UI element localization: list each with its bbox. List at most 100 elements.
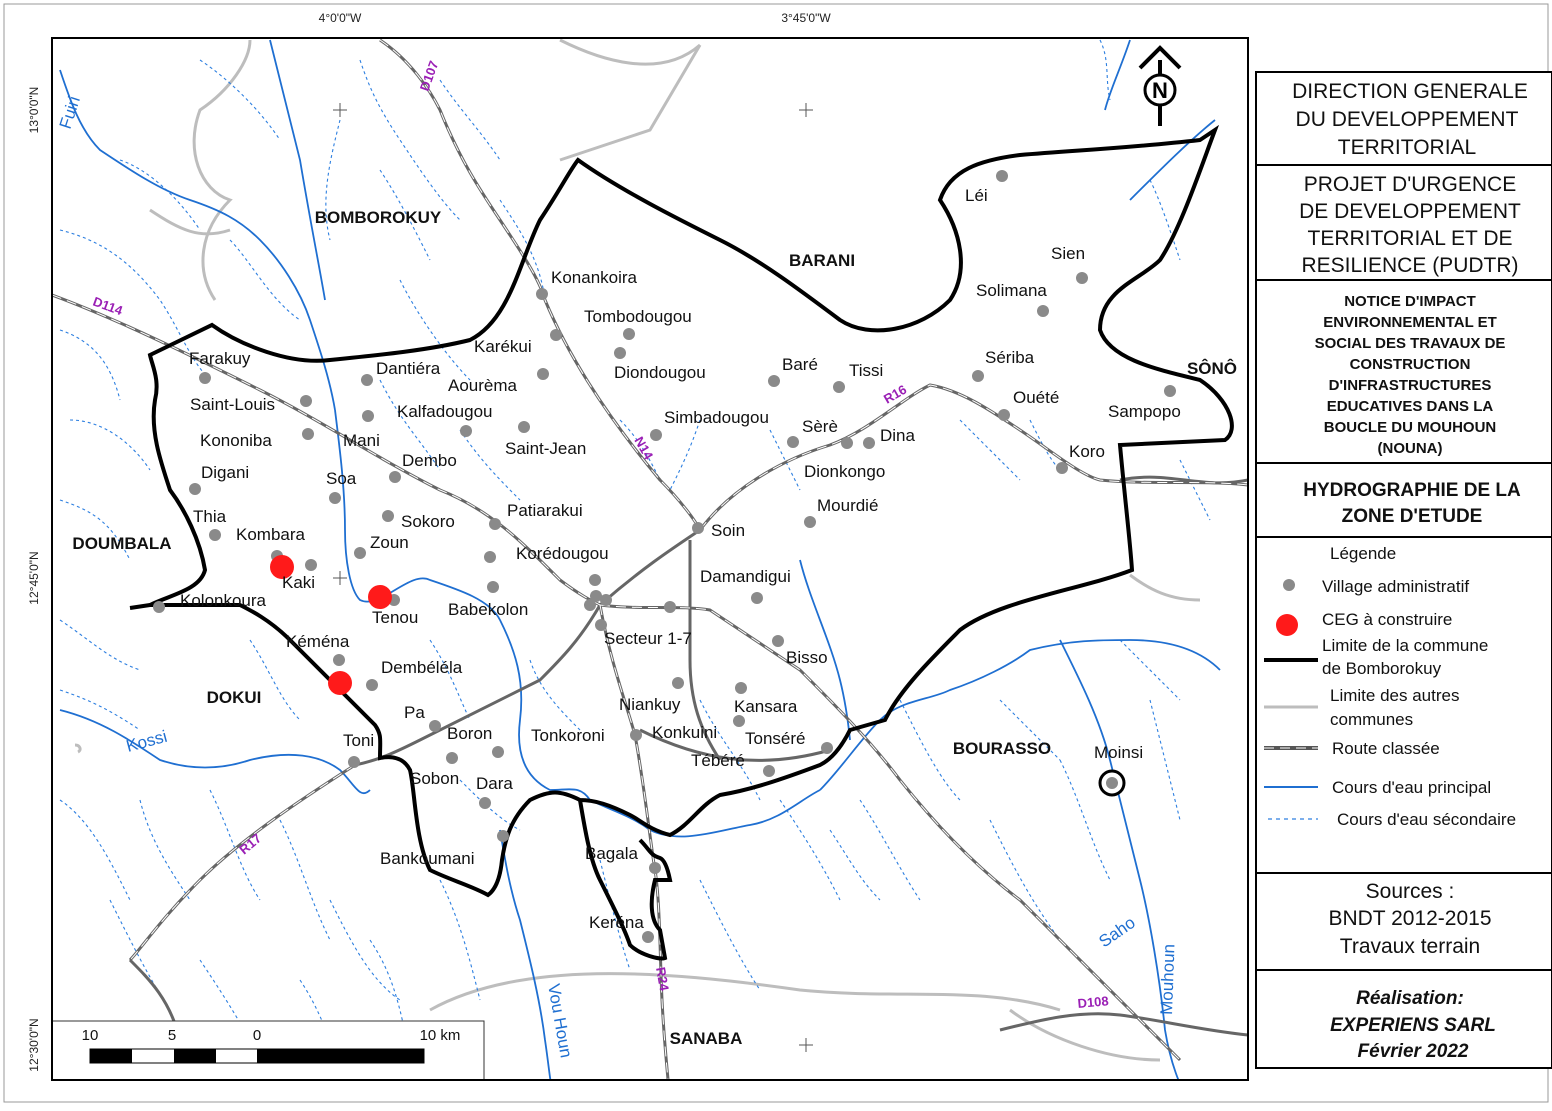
notice-line: (NOUNA) [1378,440,1443,457]
village-label: Konkuini [652,723,717,742]
other-commune-boundaries [74,38,1201,1062]
village-label: Saint-Louis [190,395,275,414]
north-arrow: N [1138,45,1182,126]
project-line: PROJET D'URGENCE [1304,173,1516,196]
scale-label: 10 [82,1027,99,1044]
panel-notice: NOTICE D'IMPACT ENVIRONNEMENTAL ET SOCIA… [1315,293,1506,457]
main-rivers [59,39,1221,1080]
coord-top-1: 4°0'0"W [319,11,362,25]
notice-line: ENVIRONNEMENTAL ET [1323,314,1497,331]
legend-other-1: Limite des autres [1330,686,1459,705]
village-label: Baré [782,355,818,374]
village-label: Keréna [589,913,644,932]
village-label: Mourdié [817,496,878,515]
panel-realisation: Réalisation: EXPERIENS SARL Février 2022 [1330,988,1496,1062]
map-title-line: ZONE D'ETUDE [1342,506,1483,527]
legend-title: Légende [1330,544,1396,563]
realisation-line: Réalisation: [1356,988,1464,1009]
village-label: Toni [343,731,374,750]
village-label: Dara [476,774,513,793]
commune-bourasso: BOURASSO [953,739,1051,758]
village-label: Ouété [1013,388,1059,407]
notice-line: SOCIAL DES TRAVAUX DE [1315,335,1506,352]
commune-doumbala: DOUMBALA [72,534,171,553]
river-label: Mouhoun [1157,944,1178,1016]
village-label: Kéména [286,632,350,651]
commune-sanaba: SANABA [670,1029,743,1048]
project-line: DE DEVELOPPEMENT [1299,200,1521,223]
map-area: BOMBOROKUY BARANI DOUMBALA DOKUI BOURASS… [52,38,1248,1080]
village-label: Soa [326,469,357,488]
road-label: R24 [653,966,672,993]
village-label: Solimana [976,281,1047,300]
scale-label: 10 km [420,1027,461,1044]
commune-bomborokuy: BOMBOROKUY [315,208,442,227]
village-label: Tonséré [745,729,805,748]
village-label: Soin [711,521,745,540]
village-label: Kononiba [200,431,272,450]
legend-road: Route classée [1332,739,1440,758]
village-label: Diondougou [614,363,706,382]
realisation-line: EXPERIENS SARL [1330,1015,1496,1036]
village-label: Secteur 1-7 [604,629,692,648]
village-label: Kolonkoura [180,591,267,610]
village-label: Moinsi [1094,743,1143,762]
notice-line: NOTICE D'IMPACT [1344,293,1476,310]
commune-dokui: DOKUI [207,688,262,707]
village-label: Mani [343,431,380,450]
village-label: Karékui [474,337,532,356]
village-label: Damandigui [700,567,791,586]
village-dots [153,170,1176,943]
village-label: Dionkongo [804,462,885,481]
village-label: Dantiéra [376,359,441,378]
side-panel: DIRECTION GENERALE DU DEVELOPPEMENT TERR… [1255,71,1552,1069]
village-label: Tébéré [691,751,745,770]
village-label: Tenou [372,608,418,627]
realisation-line: Février 2022 [1358,1041,1469,1062]
village-label: Tissi [849,361,883,380]
village-label: Sokoro [401,512,455,531]
legend-village: Village administratif [1322,577,1469,596]
village-label: Kombara [236,525,306,544]
village-label: Niankuy [619,695,681,714]
village-label: Dembéléla [381,658,463,677]
org-line: TERRITORIAL [1338,136,1476,159]
village-label: Kalfadougou [397,402,492,421]
notice-line: EDUCATIVES DANS LA [1327,398,1494,415]
graticule-crosses [333,103,813,1052]
village-label: Aourèma [448,376,518,395]
legend-ceg: CEG à construire [1322,610,1452,629]
village-label: Korédougou [516,544,609,563]
village-label: Koro [1069,442,1105,461]
north-label: N [1152,78,1168,103]
sources-line: Travaux terrain [1340,935,1480,958]
org-line: DIRECTION GENERALE [1292,80,1528,103]
village-label: Simbadougou [664,408,769,427]
legend-other-2: communes [1330,710,1413,729]
village-label: Sériba [985,348,1035,367]
village-label: Bagala [585,844,638,863]
village-labels: Léi Sien Solimana Konankoira Tombodougou… [180,186,1181,932]
village-label: Kaki [282,573,315,592]
scale-label: 5 [168,1027,176,1044]
notice-line: BOUCLE DU MOUHOUN [1324,419,1497,436]
village-label: Babekolon [448,600,528,619]
village-label: Thia [193,507,227,526]
village-label: Pa [404,703,425,722]
village-label: Saint-Jean [505,439,586,458]
legend-secondary-river: Cours d'eau sécondaire [1337,810,1516,829]
coord-left-1: 13°0'0"N [27,87,41,134]
sources-line: Sources : [1366,880,1455,903]
ceg-markers [270,555,392,695]
map-title-line: HYDROGRAPHIE DE LA [1303,480,1521,501]
legend-main-river: Cours d'eau principal [1332,778,1491,797]
map-frame [51,37,1249,1081]
village-label: Bisso [786,648,828,667]
sources-line: BNDT 2012-2015 [1328,907,1491,930]
road-label: D108 [1077,993,1109,1011]
bomborokuy-boundary-south [578,799,673,961]
panel-sources: Sources : BNDT 2012-2015 Travaux terrain [1328,880,1491,958]
village-label: Boron [447,724,492,743]
org-line: DU DEVELOPPEMENT [1296,108,1519,131]
